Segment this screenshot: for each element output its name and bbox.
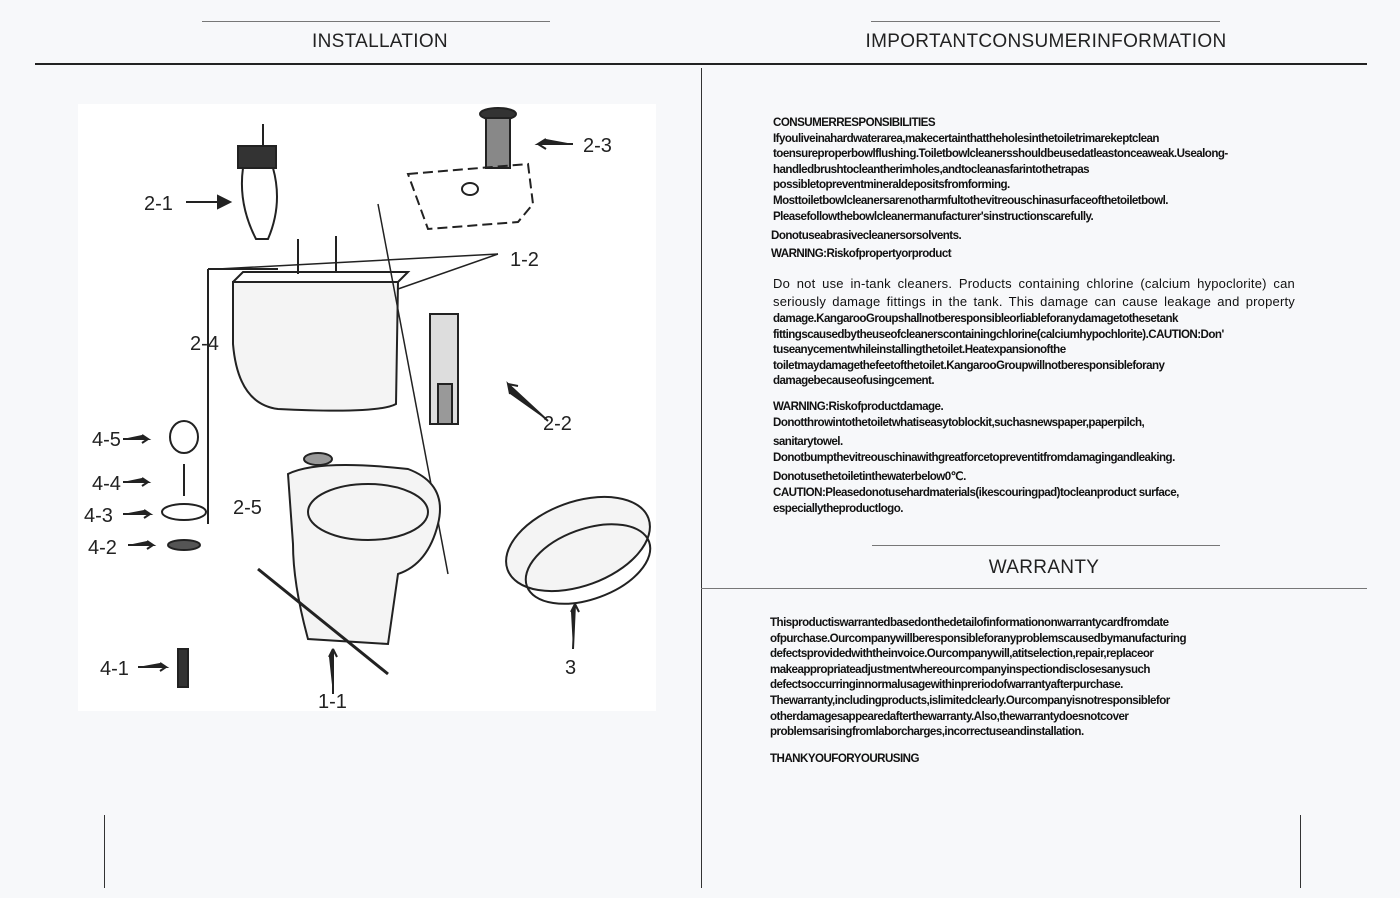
label-1-1: 1-1 (318, 691, 347, 711)
consumer-info-title: IMPORTANTCONSUMERINFORMATION (865, 31, 1227, 52)
label-3: 3 (565, 657, 576, 679)
text-line: problemsarisingfromlaborcharges,incorrec… (770, 725, 1084, 739)
bottom-left-rule (104, 815, 105, 888)
header-divider (35, 63, 1367, 65)
warranty-rule (701, 588, 1367, 589)
bottom-right-rule (1300, 815, 1301, 888)
label-4-1: 4-1 (100, 658, 129, 680)
text-line: CAUTION:Pleasedonotusehardmaterials(ikes… (773, 485, 1179, 499)
text-line: otherdamagesappearedafterthewarranty.Als… (770, 709, 1129, 723)
section-heading: CONSUMERRESPONSIBILITIES (773, 116, 936, 129)
label-4-4: 4-4 (92, 473, 121, 495)
text-line: Donotthrowintothetoiletwhatiseasytoblock… (773, 415, 1145, 429)
text-line: toiletmaydamagethefeetofthetoilet.Kangar… (773, 358, 1165, 372)
text-line: Donotusethetoiletinthewaterbelow0℃. (773, 470, 966, 484)
thank-you: THANKYOUFORYOURUSING (770, 752, 920, 765)
warranty-text: Thisproductiswarrantedbasedonthedetailof… (770, 615, 1187, 740)
text-line: damage.KangarooGroupshallnotberesponsibl… (773, 312, 1178, 325)
text-line: possibletopreventmineraldepositsfromform… (773, 178, 1010, 192)
text-line: Do not use in-tank cleaners. Products co… (773, 276, 1295, 291)
label-2-2: 2-2 (543, 413, 572, 435)
header-rule-right (871, 21, 1220, 22)
text-line: defectsoccurringinnormalusagewithinpreri… (770, 678, 1123, 692)
text-line: sanitarytowel. (773, 435, 843, 449)
text-line: WARNING:Riskofproductdamage. (773, 400, 944, 413)
label-1-2: 1-2 (510, 249, 539, 271)
label-2-4: 2-4 (190, 333, 219, 355)
label-2-5: 2-5 (233, 497, 262, 519)
header-rule-left (202, 21, 550, 22)
center-divider (701, 68, 702, 888)
text-line: Thewarranty,includingproducts,islimitedc… (770, 693, 1170, 707)
text-line: defectsprovidedwiththeinvoice.Ourcompany… (770, 647, 1154, 661)
text-line: seriously damage fittings in the tank. T… (773, 294, 1295, 309)
consumer-responsibilities: CONSUMERRESPONSIBILITIES Ifyouliveinahar… (773, 115, 1228, 224)
text-line: Thisproductiswarrantedbasedonthedetailof… (770, 616, 1169, 629)
warning-product-damage: WARNING:Riskofproductdamage. Donotthrowi… (773, 399, 1179, 516)
warranty-title: WARRANTY (988, 557, 1100, 578)
text-line: Ifyouliveinahardwaterarea,makecertaintha… (773, 131, 1159, 145)
in-tank-cleaners: Do not use in-tank cleaners. Products co… (773, 275, 1295, 389)
text-line: ofpurchase.Ourcompanywillberesponsiblefo… (770, 631, 1187, 645)
toilet-exploded-diagram: 2-1 2-3 1-2 2-4 2-2 4-5 4-4 4-3 2-5 4-2 … (78, 104, 656, 711)
text-line: tuseanycementwhileinstallingthetoilet.He… (773, 343, 1066, 357)
text-line: makeappropriateadjustmentwhereourcompany… (770, 662, 1150, 676)
label-2-1: 2-1 (144, 193, 173, 215)
text-line: Mosttoiletbowlcleanersarenotharmfultothe… (773, 193, 1169, 207)
warranty-rule-top (872, 545, 1220, 546)
label-4-3: 4-3 (84, 505, 113, 527)
text-line: handledbrushtocleantherimholes,andtoclea… (773, 162, 1090, 176)
abrasive-note: Donotuseabrasivecleanersorsolvents. (771, 229, 962, 242)
label-4-2: 4-2 (88, 537, 117, 559)
text-line: toensureproperbowlflushing.Toiletbowlcle… (773, 147, 1228, 161)
label-2-3: 2-3 (583, 135, 612, 157)
text-line: especiallytheproductlogo. (773, 501, 903, 515)
text-line: damagebecauseofusingcement. (773, 374, 935, 388)
installation-title: INSTALLATION (312, 31, 448, 52)
text-line: fittingscausedbytheuseofcleanerscontaini… (773, 327, 1224, 341)
text-line: Donotbumpthevitreouschinawithgreatforcet… (773, 450, 1175, 464)
warning-property: WARNING:Riskofpropertyorproduct (771, 247, 952, 260)
text-line: Pleasefollowthebowlcleanermanufacturer's… (773, 209, 1094, 223)
label-4-5: 4-5 (92, 429, 121, 451)
